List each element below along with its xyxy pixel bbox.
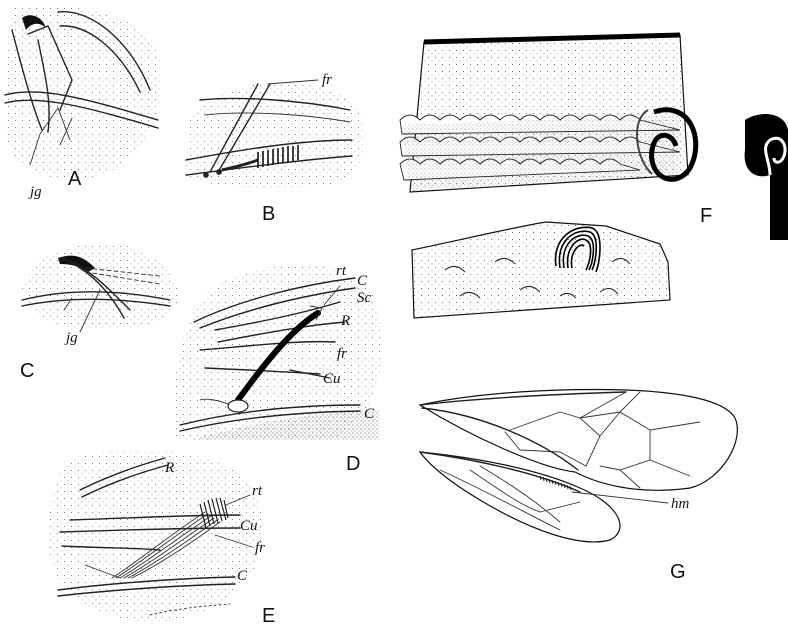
label-rt-e: rt	[252, 483, 263, 499]
label-fr-b: fr	[322, 72, 332, 88]
panel-f: F	[400, 35, 788, 318]
panel-letter-d: D	[346, 453, 360, 475]
label-c-e: C	[237, 568, 248, 584]
label-jg-a: jg	[28, 184, 42, 200]
panel-letter-a: A	[68, 168, 82, 190]
panel-e: R rt Cu fr C E	[49, 450, 276, 627]
label-jg-c: jg	[64, 330, 78, 346]
panel-letter-g: G	[670, 561, 686, 583]
panel-a: jg A	[5, 6, 162, 200]
label-hm-g: hm	[671, 496, 690, 512]
label-cu-e: Cu	[240, 518, 258, 534]
label-rt-d: rt	[336, 263, 347, 279]
panel-letter-e: E	[262, 605, 275, 627]
label-sc-d: Sc	[357, 290, 372, 306]
panel-b: fr B	[185, 72, 365, 225]
label-fr-d: fr	[337, 346, 347, 362]
label-fr-e: fr	[255, 540, 265, 556]
label-cu-d: Cu	[323, 371, 341, 387]
label-c-top-d: C	[357, 273, 368, 289]
label-c-bottom-d: C	[364, 406, 375, 422]
label-r-e: R	[164, 460, 174, 476]
panel-letter-b: B	[262, 203, 275, 225]
panel-g: hm G	[420, 390, 737, 583]
panel-c: jg C	[20, 243, 178, 382]
panel-d: rt C Sc R fr Cu C D	[174, 263, 382, 475]
label-r-d: R	[340, 313, 350, 329]
panel-letter-f: F	[700, 205, 712, 227]
panel-letter-c: C	[20, 360, 34, 382]
